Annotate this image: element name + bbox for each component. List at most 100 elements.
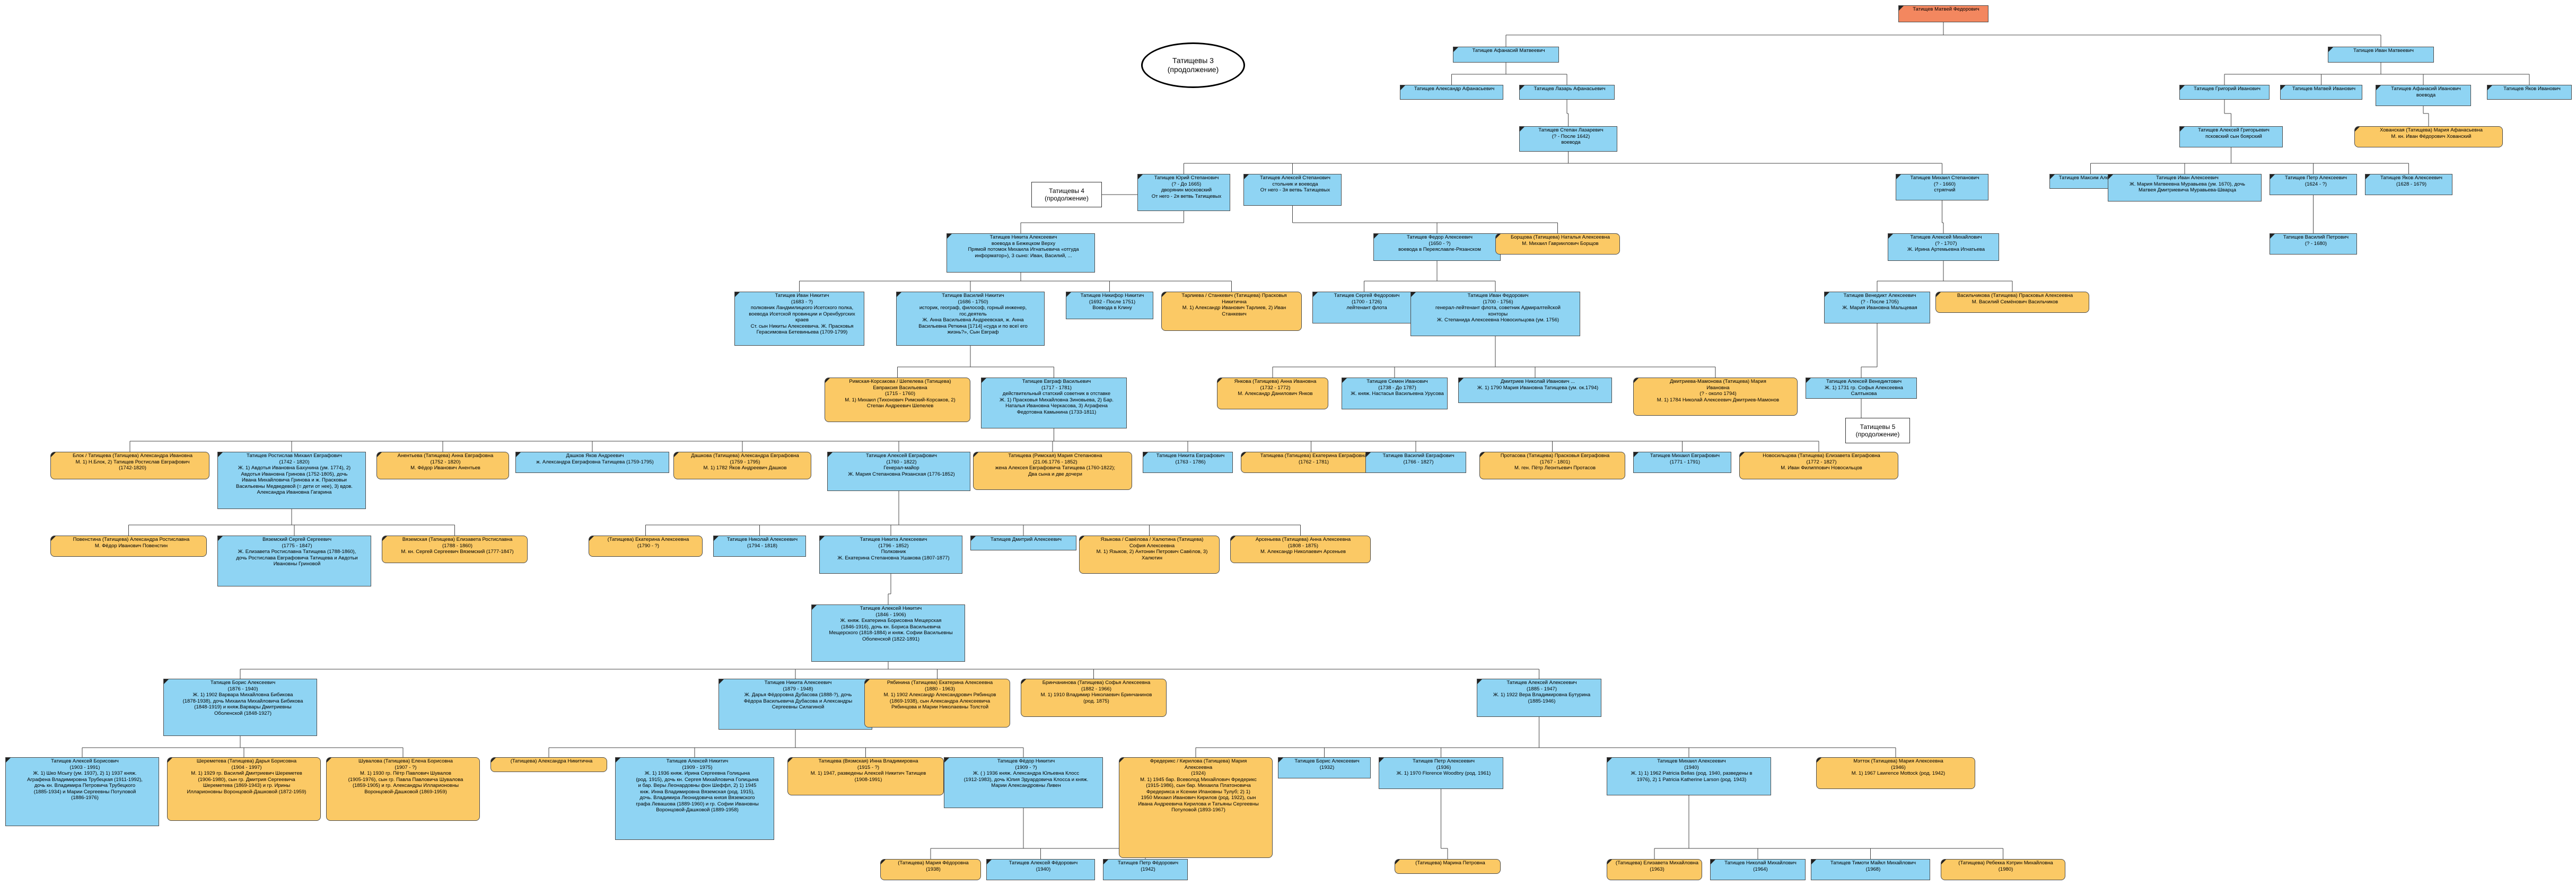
person-card[interactable]: Татищев Александр Афанасьевич	[1400, 85, 1503, 100]
person-card[interactable]: Татищев Николай Михайлович (1964)	[1710, 859, 1806, 880]
person-card[interactable]: Татищев Петр Алексеевич (1624 - ?)	[2270, 174, 2357, 195]
person-card[interactable]: Дашков Яков Андреевич ж. Александра Евгр…	[515, 452, 669, 473]
person-card[interactable]: Анентьева (Татищева) Анна Евграфовна (17…	[376, 452, 509, 479]
person-card[interactable]: Татищев Дмитрий Алексеевич	[970, 536, 1076, 550]
person-card[interactable]: (Татищева) Екатерина Алексеевна (1790 - …	[589, 536, 703, 557]
person-card[interactable]: Блок / Татищева (Татищева) Александра Ив…	[50, 452, 209, 479]
person-card[interactable]: Фредерикс / Кирилова (Татищева) Мария Ал…	[1119, 757, 1273, 858]
person-card[interactable]: Татищев Алексей Борисович (1903 - 1991) …	[5, 757, 159, 826]
person-card-text: Татищев Николай Алексеевич (1794 - 1818)	[726, 537, 798, 549]
person-card-text: Шувалова (Татищева) Елена Борисовна (190…	[348, 758, 463, 795]
person-card-text: Мэтток (Татищева) Мария Алексеевна (1946…	[1851, 758, 1946, 776]
person-card-text: Татищев Борис Алексеевич (1932)	[1294, 758, 1360, 770]
person-card[interactable]: Дмитриев Николай Иванович ... Ж. 1) 1790…	[1458, 378, 1612, 403]
person-card-text: (Татищева) Александра Никитична	[510, 758, 593, 764]
continuation-note-tatishchevs-4[interactable]: Татищевы 4 (продолжение)	[1031, 182, 1102, 207]
person-card[interactable]: Татищев Николай Алексеевич (1794 - 1818)	[713, 536, 806, 557]
person-card[interactable]: Языкова / Савёлова / Халютина (Татищева)…	[1079, 536, 1220, 574]
person-card[interactable]: Татищев Петр Фёдорович (1942)	[1103, 859, 1188, 880]
continuation-note-tatishchevs-5[interactable]: Татищевы 5 (продолжение)	[1845, 418, 1910, 443]
person-card[interactable]: Татищев Афанасий Матвеевич	[1453, 47, 1559, 63]
person-card[interactable]: Татищев Никита Алексеевич (1796 - 1852) …	[819, 536, 962, 574]
person-card[interactable]: Татищев Венедикт Алексеевич (? - После 1…	[1824, 292, 1930, 323]
person-card[interactable]: Татищев Алексей Григорьевич псковский сы…	[2179, 126, 2283, 147]
person-card[interactable]: Васильчикова (Татищева) Прасковья Алексе…	[1935, 292, 2089, 313]
person-card[interactable]: Татищев Алексей Степанович стольник и во…	[1243, 174, 1342, 206]
person-card[interactable]: Татищев Михаил Алексеевич (1940) Ж. 1) 1…	[1607, 757, 1771, 795]
person-card[interactable]: (Татищева) Ребекка Кэтрин Михайловна (19…	[1941, 859, 2065, 880]
person-card[interactable]: Татищев Матвей Федорович	[1898, 5, 1988, 22]
person-card-text: Татищев Алексей Никитич (1846 - 1906) Ж.…	[829, 606, 953, 642]
person-card[interactable]: Татищев Михаил Степанович (? - 1660) стр…	[1896, 174, 1988, 200]
person-card[interactable]: Татищев Степан Лазаревич (? - После 1642…	[1519, 126, 1617, 152]
person-card[interactable]: Татищев Никифор Никитич (1692 - После 17…	[1066, 292, 1153, 319]
person-card[interactable]: Татищев Григорий Иванович	[2179, 85, 2270, 100]
person-card-text: Арсеньева (Татищева) Анна Алексеевна (18…	[1255, 537, 1351, 555]
person-card[interactable]: Татищев Семен Иванович (1738 - До 1787) …	[1342, 378, 1448, 409]
person-card[interactable]: Татищев Афанасий Иванович воевода	[2376, 85, 2471, 106]
person-card[interactable]: Янкова (Татищева) Анна Ивановна (1732 - …	[1217, 378, 1328, 409]
person-card[interactable]: Татищев Борис Алексеевич (1876 - 1940) Ж…	[163, 679, 317, 736]
person-card[interactable]: Татищев Алексей Никитич (1846 - 1906) Ж.…	[811, 604, 965, 662]
person-card[interactable]: Татищев Петр Алексеевич (1936) Ж. 1) 197…	[1379, 757, 1503, 789]
person-card[interactable]: Татищев Матвей Иванович	[2280, 85, 2362, 100]
person-card[interactable]: Татищев Алексей Михайлович (? - 1707) Ж.…	[1888, 233, 1999, 261]
person-card[interactable]: Рябинина (Татищева) Екатерина Алексеевна…	[864, 679, 1010, 728]
person-card[interactable]: Борщова (Татищева) Наталья Алексеевна М.…	[1495, 233, 1620, 255]
person-card-text: Татищев Никита Алексеевич воевода в Беже…	[968, 234, 1079, 259]
person-card[interactable]: Татищев Никита Алексеевич (1879 - 1948) …	[719, 679, 872, 730]
person-card[interactable]: Татищев Иван Никитич (1683 - ?) полковни…	[734, 292, 864, 346]
person-card[interactable]: Шувалова (Татищева) Елена Борисовна (190…	[326, 757, 480, 821]
person-card[interactable]: Татищев Иван Матвеевич	[2328, 47, 2434, 63]
person-card[interactable]: Новосильцова (Татищева) Елизавета Евграф…	[1739, 452, 1898, 479]
person-card[interactable]: Протасова (Татищева) Прасковья Евграфовн…	[1479, 452, 1625, 479]
person-card[interactable]: Татищева (Римская) Мария Степановна (21.…	[973, 452, 1132, 490]
person-card[interactable]: Татищев Василий Евграфович (1766 - 1827)	[1365, 452, 1466, 473]
person-card[interactable]: Шереметева (Татищева) Дарья Борисовна (1…	[167, 757, 321, 821]
person-card[interactable]: Татищева (Татищева) Екатерина Евграфовна…	[1241, 452, 1381, 473]
person-card[interactable]: (Татищева) Мария Фёдоровна (1938)	[880, 859, 981, 880]
person-card[interactable]: Татищев Алексей Никитич (1909 - 1975) Ж.…	[615, 757, 774, 840]
person-card[interactable]: Дашкова (Татищева) Александра Евграфовна…	[673, 452, 811, 479]
person-card[interactable]: Татищев Сергей Федорович (1700 - 1726) л…	[1312, 292, 1416, 323]
person-card[interactable]: Арсеньева (Татищева) Анна Алексеевна (18…	[1230, 536, 1371, 563]
person-card[interactable]: Вяземский Сергей Сергеевич (1775 - 1847)…	[217, 536, 371, 586]
person-card[interactable]: (Татищева) Елизавета Михайловна (1963)	[1607, 859, 1702, 880]
person-card[interactable]: Татищев Алексей Венедиктович Ж. 1) 1731 …	[1806, 378, 1917, 399]
person-card[interactable]: Римская-Корсакова / Шепелева (Татищева) …	[825, 378, 970, 422]
person-card[interactable]: Татищев Никита Алексеевич воевода в Беже…	[947, 233, 1095, 273]
person-card[interactable]: Татищев Василий Никитич (1686 - 1750) ис…	[896, 292, 1045, 346]
person-card[interactable]: Мэтток (Татищева) Мария Алексеевна (1946…	[1816, 757, 1975, 789]
person-card[interactable]: Татищева (Вязмская) Инна Владимировна (1…	[787, 757, 944, 795]
person-card[interactable]: Дмитриева-Мамонова (Татищева) Мария Иван…	[1633, 378, 1798, 416]
person-card[interactable]: Татищев Алексей Фёдорович (1940)	[986, 859, 1095, 880]
person-card[interactable]: Татищев Алексей Алексеевич (1885 - 1947)…	[1477, 679, 1601, 717]
person-card[interactable]: Татищев Федор Алексеевич (1650 - ?) воев…	[1373, 233, 1501, 261]
person-card[interactable]: Татищев Фёдор Никитич (1909 - ?) Ж. ( ) …	[944, 757, 1103, 808]
person-card[interactable]: Бринчанинова (Татищева) Софья Алексеевна…	[1021, 679, 1167, 717]
person-card[interactable]: Татищев Алексей Евграфович (1760 - 1822)…	[827, 452, 970, 491]
person-card[interactable]: Хованская (Татищева) Мария Афанасьевна М…	[2354, 126, 2503, 147]
person-card[interactable]: Татищев Борис Алексеевич (1932)	[1278, 757, 1371, 778]
person-card[interactable]: Татищев Юрий Степанович (? - До 1665) дв…	[1137, 174, 1230, 211]
person-card[interactable]: Татищев Иван Алексеевич Ж. Мария Матвеев…	[2108, 174, 2262, 201]
person-card-text: Языкова / Савёлова / Халютина (Татищева)…	[1096, 537, 1208, 561]
person-card[interactable]: Татищев Никита Евграфович (1763 - 1786)	[1143, 452, 1233, 473]
person-card[interactable]: Вяземская (Татищева) Елизавета Ростислав…	[382, 536, 528, 563]
person-card[interactable]: Татищев Яков Алексеевич (1628 - 1679)	[2365, 174, 2452, 195]
person-card[interactable]: Татищев Евграф Васильевич (1717 - 1781) …	[981, 378, 1127, 428]
person-card[interactable]: Татищев Яков Иванович	[2487, 85, 2572, 100]
person-card[interactable]: (Татищева) Александра Никитична	[490, 757, 607, 772]
person-card[interactable]: Татищев Василий Петрович (? - 1680)	[2270, 233, 2357, 255]
person-card[interactable]: Татищев Тимоти Майкл Михайлович (1968)	[1811, 859, 1930, 880]
person-card[interactable]: Татищев Иван Федорович (1700 - 1756) ген…	[1410, 292, 1580, 336]
person-card[interactable]: Татищев Михаил Евграфович (1771 - 1791)	[1633, 452, 1731, 473]
person-card[interactable]: Повенстина (Татищева) Александра Ростисл…	[50, 536, 207, 557]
person-card[interactable]: Тарлиева / Станкевич (Татищева) Прасковь…	[1161, 292, 1302, 331]
person-card[interactable]: Татищев Лазарь Афанасьевич	[1519, 85, 1615, 100]
person-card-text: Татищев Фёдор Никитич (1909 - ?) Ж. ( ) …	[963, 758, 1089, 788]
person-card[interactable]: (Татищева) Марина Петровна	[1395, 859, 1501, 874]
person-card[interactable]: Татищев Ростислав Михаил Евграфович (174…	[217, 452, 366, 509]
person-card-text: Татищева (Татищева) Екатерина Евграфовна…	[1260, 453, 1368, 465]
